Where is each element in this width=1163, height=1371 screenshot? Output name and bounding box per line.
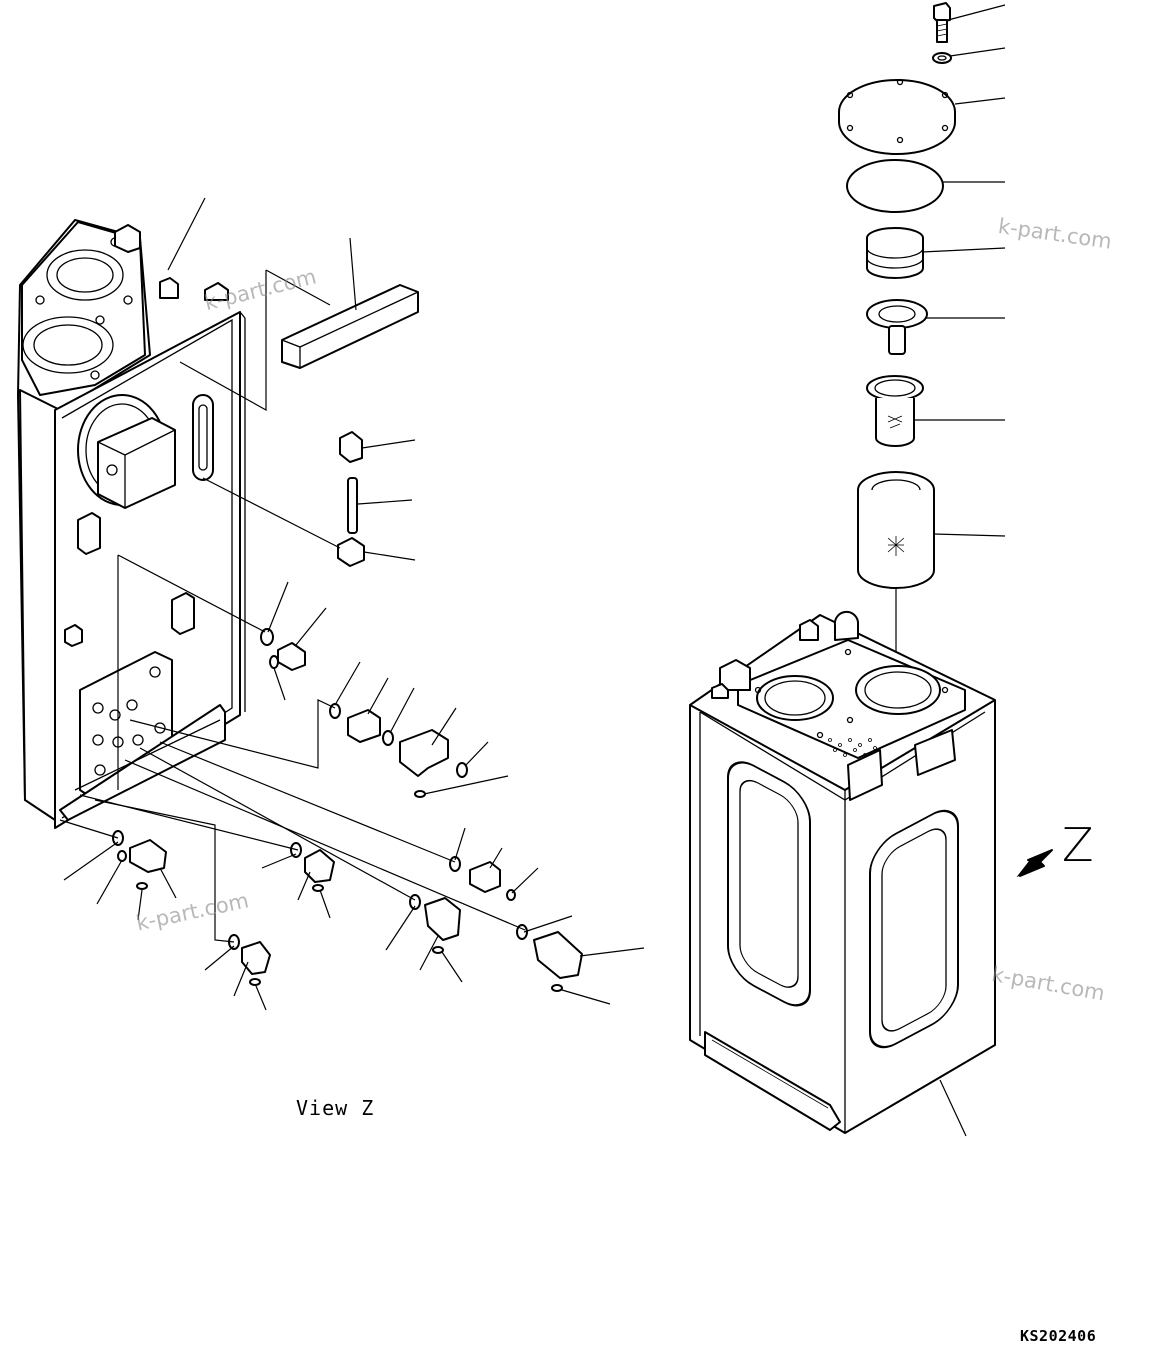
view-z-caption: View Z <box>296 1096 375 1120</box>
view-direction-arrow-icon <box>1016 849 1053 878</box>
filter-leader-lines <box>914 4 1006 537</box>
hydraulic-tank <box>689 610 996 1137</box>
frame-assembly-trace-lines <box>59 269 526 943</box>
drawing-code: KS202406 <box>1020 1327 1097 1345</box>
frame-leader-lines <box>63 197 645 1011</box>
filter-exploded-stack <box>838 2 956 700</box>
view-z-marker: Z <box>1062 818 1094 872</box>
